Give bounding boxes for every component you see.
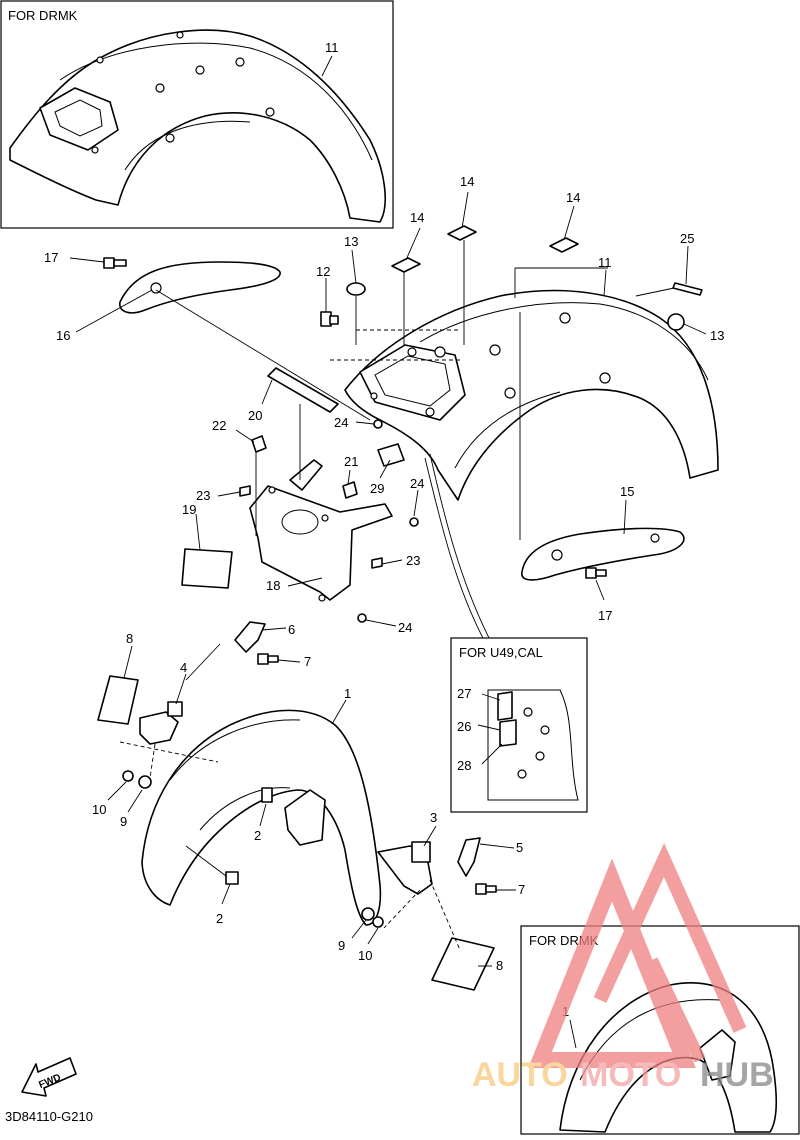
leader-lines — [69, 191, 707, 967]
pad-23-left — [239, 485, 251, 497]
callout-8: 8 — [496, 958, 503, 973]
clip-12 — [320, 311, 339, 327]
reflector-8-upper — [97, 675, 139, 725]
watermark-text-hub: HUB — [700, 1056, 774, 1094]
screw-24-c — [357, 613, 367, 623]
reflector-bracket-left — [139, 701, 183, 745]
nut-9-lower — [361, 907, 375, 921]
rear-fender-drmk — [9, 29, 386, 223]
callout-21: 21 — [344, 454, 358, 469]
callout-9: 9 — [338, 938, 345, 953]
bracket-6 — [234, 621, 266, 653]
callout-22: 22 — [212, 418, 226, 433]
callout-29: 29 — [370, 481, 384, 496]
pad-14-a — [391, 257, 421, 273]
bolt-2-lower — [225, 871, 239, 885]
band-25 — [672, 282, 703, 296]
callout-13: 13 — [710, 328, 724, 343]
bracket-5 — [457, 837, 481, 877]
reflector-19 — [181, 548, 233, 589]
inset-bottom-right: FOR DRMK 1 — [520, 925, 800, 1135]
watermark-logo: AUTO MOTO HUB — [472, 843, 774, 1094]
callout-6: 6 — [288, 622, 295, 637]
callouts: 17 16 13 12 14 14 14 25 11 13 20 24 22 2… — [44, 174, 724, 973]
callout-label: 28 — [457, 758, 471, 773]
callout-17: 17 — [44, 250, 58, 265]
bolt-2-upper — [261, 787, 273, 803]
screw-24-b — [409, 517, 419, 527]
callout-5: 5 — [516, 840, 523, 855]
license-bracket — [249, 459, 393, 602]
callout-14: 14 — [566, 190, 580, 205]
callout-14: 14 — [410, 210, 424, 225]
bolt-17-upper — [103, 257, 127, 269]
callout-label: 26 — [457, 719, 471, 734]
inset-middle: FOR U49,CAL 27 26 28 — [450, 637, 588, 813]
pad-21 — [342, 481, 358, 499]
pad-14-b — [447, 225, 477, 241]
plate-20 — [267, 367, 339, 413]
callout-label: 27 — [457, 686, 471, 701]
rear-fender — [344, 289, 719, 501]
callout-23: 23 — [196, 488, 210, 503]
washer-10-upper — [122, 770, 134, 782]
callout-10: 10 — [358, 948, 372, 963]
callout-14: 14 — [460, 174, 474, 189]
callout-label: 11 — [325, 40, 339, 55]
callout-24: 24 — [410, 476, 424, 491]
bolt-7-upper — [257, 653, 279, 665]
callout-17: 17 — [598, 608, 612, 623]
diagram-code: 3D84110-G210 — [5, 1109, 93, 1124]
watermark-text-moto: MOTO — [580, 1056, 681, 1094]
callout-3: 3 — [430, 810, 437, 825]
pad-14-c — [549, 237, 579, 253]
front-fender — [141, 709, 382, 926]
callout-1: 1 — [344, 686, 351, 701]
bolt-7-lower — [475, 883, 497, 895]
callout-15: 15 — [620, 484, 634, 499]
inset-title: FOR DRMK — [8, 8, 78, 23]
pad-23-right — [371, 557, 383, 569]
nut-9-upper — [138, 775, 152, 789]
reflector-8-lower — [431, 937, 495, 991]
callout-8: 8 — [126, 631, 133, 646]
grommet-13-right — [667, 313, 685, 331]
bolt-17-lower — [585, 567, 607, 579]
pad-22 — [251, 435, 267, 453]
fwd-arrow: FWD — [21, 1057, 77, 1097]
callout-2: 2 — [254, 828, 261, 843]
callout-18: 18 — [266, 578, 280, 593]
callout-2: 2 — [216, 911, 223, 926]
callout-20: 20 — [248, 408, 262, 423]
washer-10-lower — [372, 916, 384, 928]
inset-title: FOR U49,CAL — [459, 645, 543, 660]
callout-11: 11 — [598, 255, 612, 270]
pad-29 — [377, 443, 405, 467]
callout-23: 23 — [406, 553, 420, 568]
callout-9: 9 — [120, 814, 127, 829]
grab-bar-right — [521, 527, 685, 581]
callout-25: 25 — [680, 231, 694, 246]
screw-24-a — [373, 419, 383, 429]
callout-24: 24 — [398, 620, 412, 635]
reflector-bracket-right — [377, 841, 433, 895]
grommet-13-upper — [346, 282, 366, 296]
callout-24: 24 — [334, 415, 348, 430]
callout-7: 7 — [304, 654, 311, 669]
callout-4: 4 — [180, 660, 187, 675]
grab-bar-left — [119, 261, 281, 314]
callout-10: 10 — [92, 802, 106, 817]
callout-12: 12 — [316, 264, 330, 279]
inset-top-left: FOR DRMK 11 — [0, 0, 394, 229]
callout-7: 7 — [518, 882, 525, 897]
callout-13: 13 — [344, 234, 358, 249]
callout-19: 19 — [182, 502, 196, 517]
watermark-text-auto: AUTO — [472, 1056, 568, 1094]
callout-16: 16 — [56, 328, 70, 343]
